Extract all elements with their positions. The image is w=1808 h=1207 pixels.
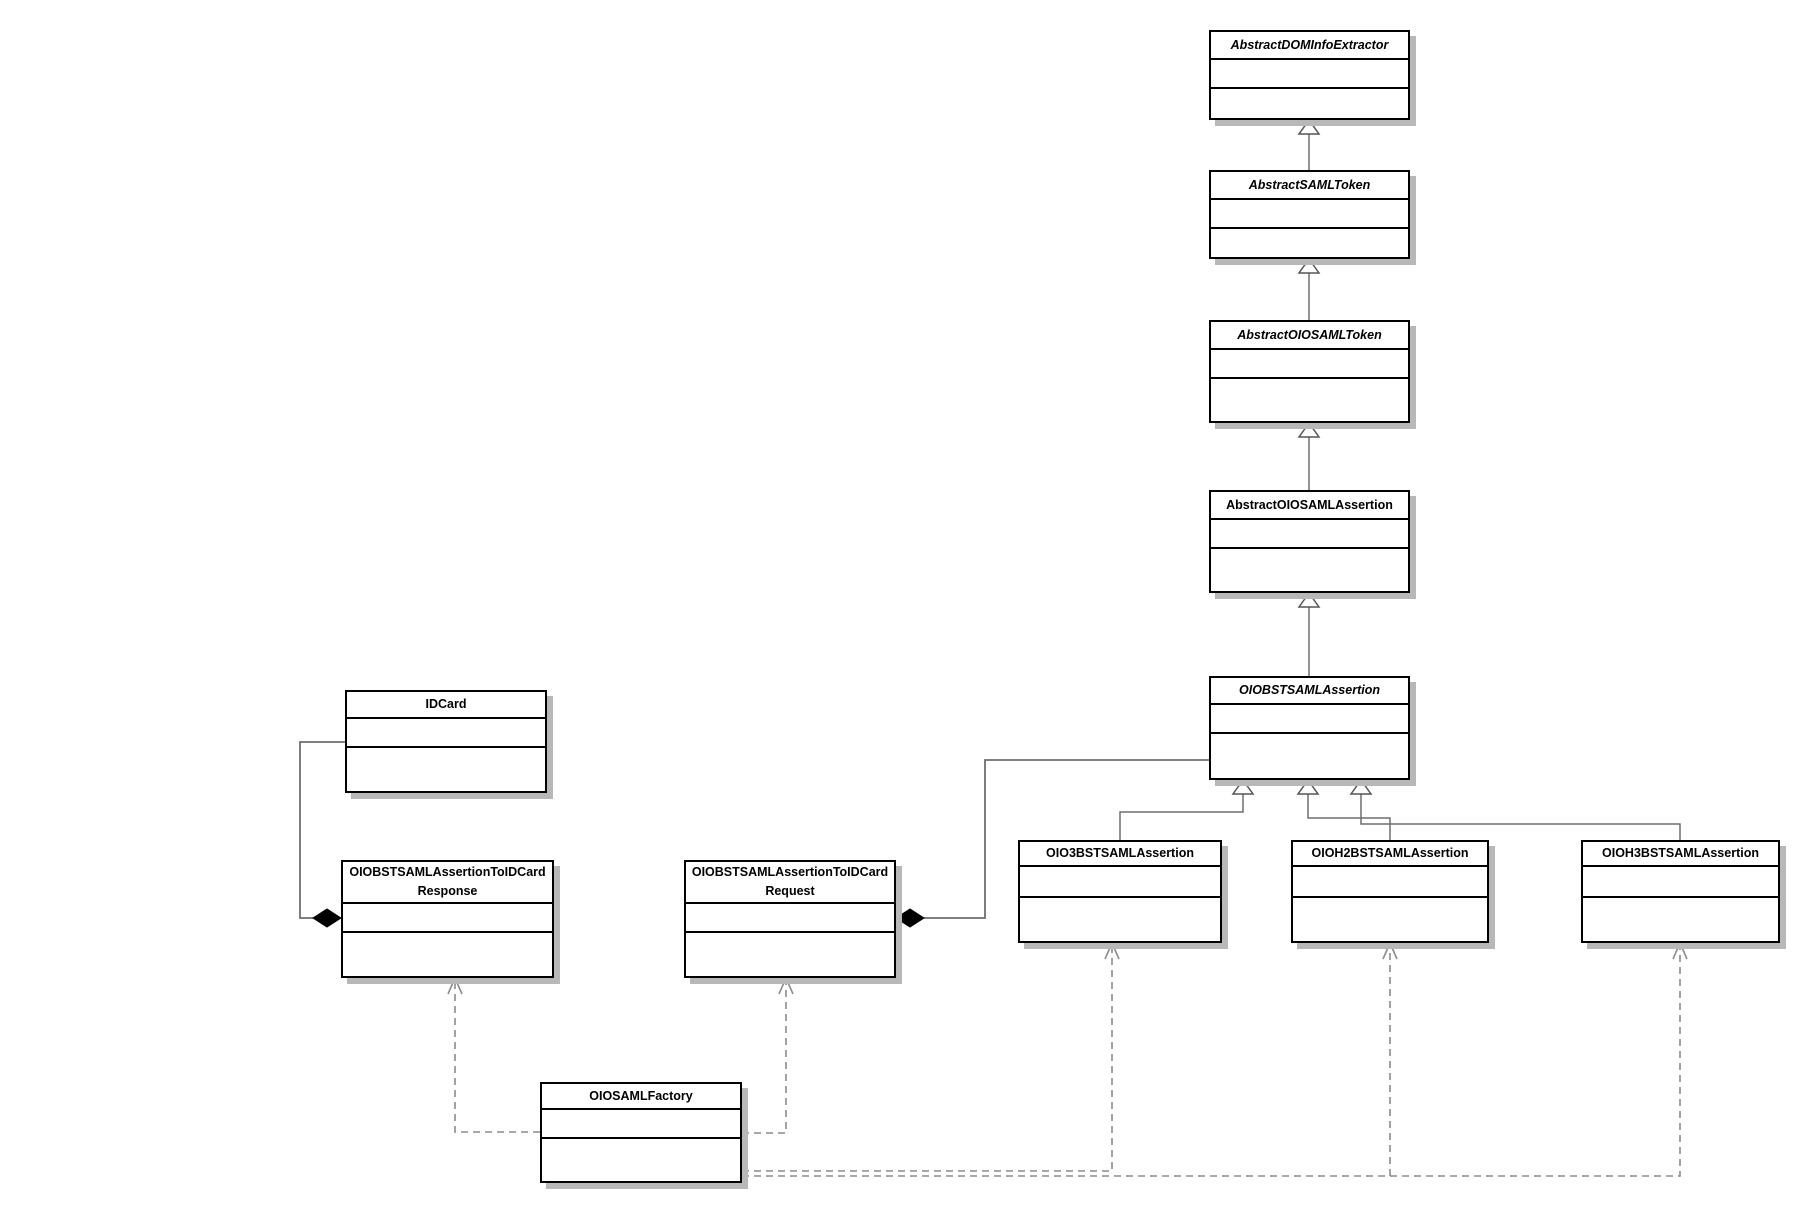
class-attributes-compartment xyxy=(1211,60,1408,89)
class-attributes-compartment xyxy=(1211,705,1408,734)
class-attributes-compartment xyxy=(343,904,552,933)
class-box-oiobstsamlassertion-to-idcard-response[interactable]: OIOBSTSAMLAssertionToIDCard Response xyxy=(341,860,554,978)
class-name-line: Request xyxy=(765,884,815,898)
class-box-oioh2-bst-saml-assertion[interactable]: OIOH2BSTSAMLAssertion xyxy=(1291,840,1489,943)
class-attributes-compartment xyxy=(1020,867,1220,898)
class-name-line: Response xyxy=(417,884,478,898)
generalization-edge-oioh3bstsamlassertion-to-oiobstsamlassertion xyxy=(1349,778,1681,840)
dependency-edge-factory-response xyxy=(447,976,540,1133)
class-title: OIOBSTSAMLAssertionToIDCard Response xyxy=(343,862,552,904)
class-attributes-compartment xyxy=(1583,867,1778,898)
class-box-oio-bst-saml-assertion[interactable]: OIOBSTSAMLAssertion xyxy=(1209,676,1410,780)
class-operations-compartment xyxy=(1211,89,1408,118)
class-title: IDCard xyxy=(347,692,545,719)
class-name-line: OIOSAMLFactory xyxy=(589,1088,693,1103)
class-name-line: OIO3BSTSAMLAssertion xyxy=(1046,846,1194,860)
class-operations-compartment xyxy=(1583,898,1778,941)
generalization-edge-oio3bstsamlassertion-to-oiobstsamlassertion xyxy=(1119,778,1255,840)
class-name-line: OIOBSTSAMLAssertionToIDCard xyxy=(691,865,889,879)
class-box-abstract-oio-saml-token[interactable]: AbstractOIOSAMLToken xyxy=(1209,320,1410,423)
class-attributes-compartment xyxy=(686,904,894,933)
class-box-abstract-saml-token[interactable]: AbstractSAMLToken xyxy=(1209,170,1410,259)
class-name-line: AbstractOIOSAMLToken xyxy=(1237,327,1382,342)
class-title: OIOH3BSTSAMLAssertion xyxy=(1583,842,1778,867)
class-attributes-compartment xyxy=(1211,520,1408,549)
class-name-line: AbstractDOMInfoExtractor xyxy=(1230,37,1389,52)
class-title: AbstractOIOSAMLToken xyxy=(1211,322,1408,350)
dependency-edge-factory-oioh3bstsamlassertion xyxy=(1390,941,1688,1177)
class-operations-compartment xyxy=(1211,379,1408,421)
class-name-line: OIOBSTSAMLAssertionToIDCard xyxy=(349,865,546,879)
class-title: AbstractOIOSAMLAssertion xyxy=(1211,492,1408,520)
dependency-edge-factory-request xyxy=(742,976,794,1134)
class-box-idcard[interactable]: IDCard xyxy=(345,690,547,793)
class-attributes-compartment xyxy=(1211,350,1408,379)
class-attributes-compartment xyxy=(542,1110,740,1139)
class-name-line: OIOH3BSTSAMLAssertion xyxy=(1602,846,1759,860)
class-operations-compartment xyxy=(686,933,894,976)
class-title: OIO3BSTSAMLAssertion xyxy=(1020,842,1220,867)
class-title: AbstractDOMInfoExtractor xyxy=(1211,32,1408,60)
class-name-line: OIOH2BSTSAMLAssertion xyxy=(1311,846,1469,860)
generalization-edge-oiobstsamlassertion-to-abstractoiosamlassertion xyxy=(1297,591,1321,676)
class-name-line: AbstractSAMLToken xyxy=(1248,177,1371,192)
class-title: OIOSAMLFactory xyxy=(542,1084,740,1110)
class-box-oiobstsamlassertion-to-idcard-request[interactable]: OIOBSTSAMLAssertionToIDCard Request xyxy=(684,860,896,978)
class-operations-compartment xyxy=(1211,734,1408,778)
generalization-edge-abstractsamltoken-to-abstractdominfoextractor xyxy=(1297,118,1321,170)
class-title: OIOBSTSAMLAssertion xyxy=(1211,678,1408,705)
class-name-line: AbstractOIOSAMLAssertion xyxy=(1226,497,1393,512)
class-operations-compartment xyxy=(347,748,545,791)
dependency-edge-factory-oio3bstsamlassertion xyxy=(742,941,1120,1172)
class-box-abstract-oio-saml-assertion[interactable]: AbstractOIOSAMLAssertion xyxy=(1209,490,1410,593)
class-attributes-compartment xyxy=(1211,200,1408,229)
class-attributes-compartment xyxy=(1293,867,1487,898)
class-title: OIOH2BSTSAMLAssertion xyxy=(1293,842,1487,867)
class-operations-compartment xyxy=(1293,898,1487,941)
generalization-edge-oioh2bstsamlassertion-to-oiobstsamlassertion xyxy=(1296,778,1391,840)
class-box-oio3-bst-saml-assertion[interactable]: OIO3BSTSAMLAssertion xyxy=(1018,840,1222,943)
class-operations-compartment xyxy=(343,933,552,976)
class-operations-compartment xyxy=(1211,549,1408,591)
class-title: AbstractSAMLToken xyxy=(1211,172,1408,200)
generalization-edge-abstractoiosamlassertion-to-abstractoiosamltoken xyxy=(1297,421,1321,490)
class-operations-compartment xyxy=(1020,898,1220,941)
class-operations-compartment xyxy=(542,1139,740,1181)
composition-edge-request-oiobstsamlassertion xyxy=(895,759,1209,928)
class-box-abstract-dom-info-extractor[interactable]: AbstractDOMInfoExtractor xyxy=(1209,30,1410,120)
generalization-edge-abstractoiosamltoken-to-abstractsamltoken xyxy=(1297,257,1321,320)
class-box-oioh3-bst-saml-assertion[interactable]: OIOH3BSTSAMLAssertion xyxy=(1581,840,1780,943)
class-name-line: OIOBSTSAMLAssertion xyxy=(1239,683,1380,697)
composition-edge-response-idcard xyxy=(299,741,345,928)
class-attributes-compartment xyxy=(347,719,545,748)
class-title: OIOBSTSAMLAssertionToIDCard Request xyxy=(686,862,894,904)
class-box-oio-saml-factory[interactable]: OIOSAMLFactory xyxy=(540,1082,742,1183)
class-operations-compartment xyxy=(1211,229,1408,257)
class-name-line: IDCard xyxy=(425,697,467,711)
